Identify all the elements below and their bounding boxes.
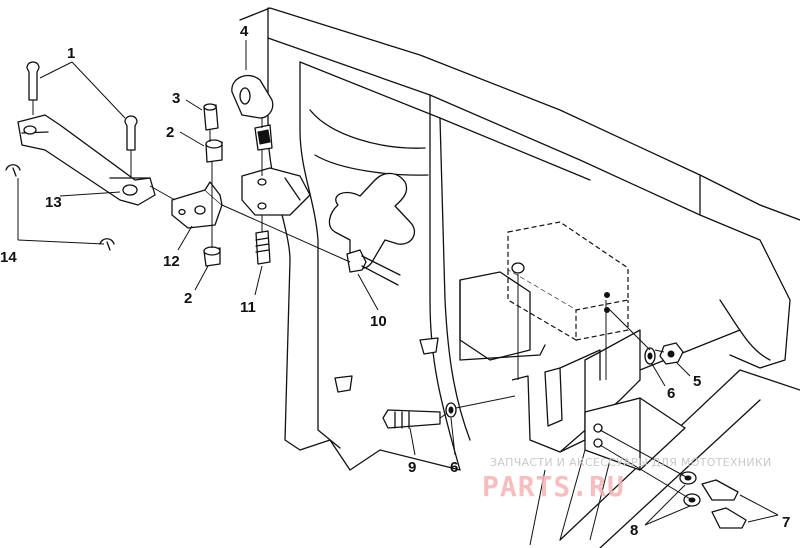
callout-13: 13 (45, 194, 62, 211)
pivot-bracket (171, 181, 223, 229)
callout-1: 1 (67, 45, 75, 62)
callout-10: 10 (370, 313, 387, 330)
callout-4: 4 (240, 23, 249, 40)
callout-labels: 1 2 2 3 4 5 6 6 7 8 9 10 11 12 13 14 (0, 23, 790, 539)
bolts (255, 230, 441, 429)
callout-14: 14 (0, 249, 17, 266)
leader-lines (17, 40, 779, 526)
watermark-caption: ЗАПЧАСТИ И АКСЕССУАРЫ ДЛЯ МОТОТЕХНИКИ (490, 456, 772, 469)
bushings (203, 103, 223, 267)
callout-9: 9 (408, 459, 416, 476)
callout-6a: 6 (667, 385, 675, 402)
clevis-pins (26, 61, 138, 151)
callout-3: 3 (172, 90, 180, 107)
callout-2b: 2 (184, 290, 192, 307)
assembly-lines (32, 100, 693, 501)
callout-11: 11 (240, 299, 256, 316)
callout-7: 7 (782, 514, 790, 531)
link-arm (17, 114, 156, 206)
callout-8: 8 (630, 522, 638, 539)
callout-6b: 6 (450, 459, 458, 476)
fasteners (445, 342, 747, 529)
mount-bracket-outline (507, 221, 629, 342)
cotter-pins (5, 164, 115, 251)
watermark: ЗАПЧАСТИ И АКСЕССУАРЫ ДЛЯ МОТОТЕХНИКИ PA… (482, 456, 772, 503)
watermark-brand: PARTS.RU (482, 470, 625, 503)
callout-12: 12 (163, 253, 180, 270)
callout-5: 5 (693, 373, 701, 390)
pivot-arm (231, 75, 311, 216)
bracket-plates (459, 271, 686, 546)
callout-2a: 2 (166, 124, 174, 141)
